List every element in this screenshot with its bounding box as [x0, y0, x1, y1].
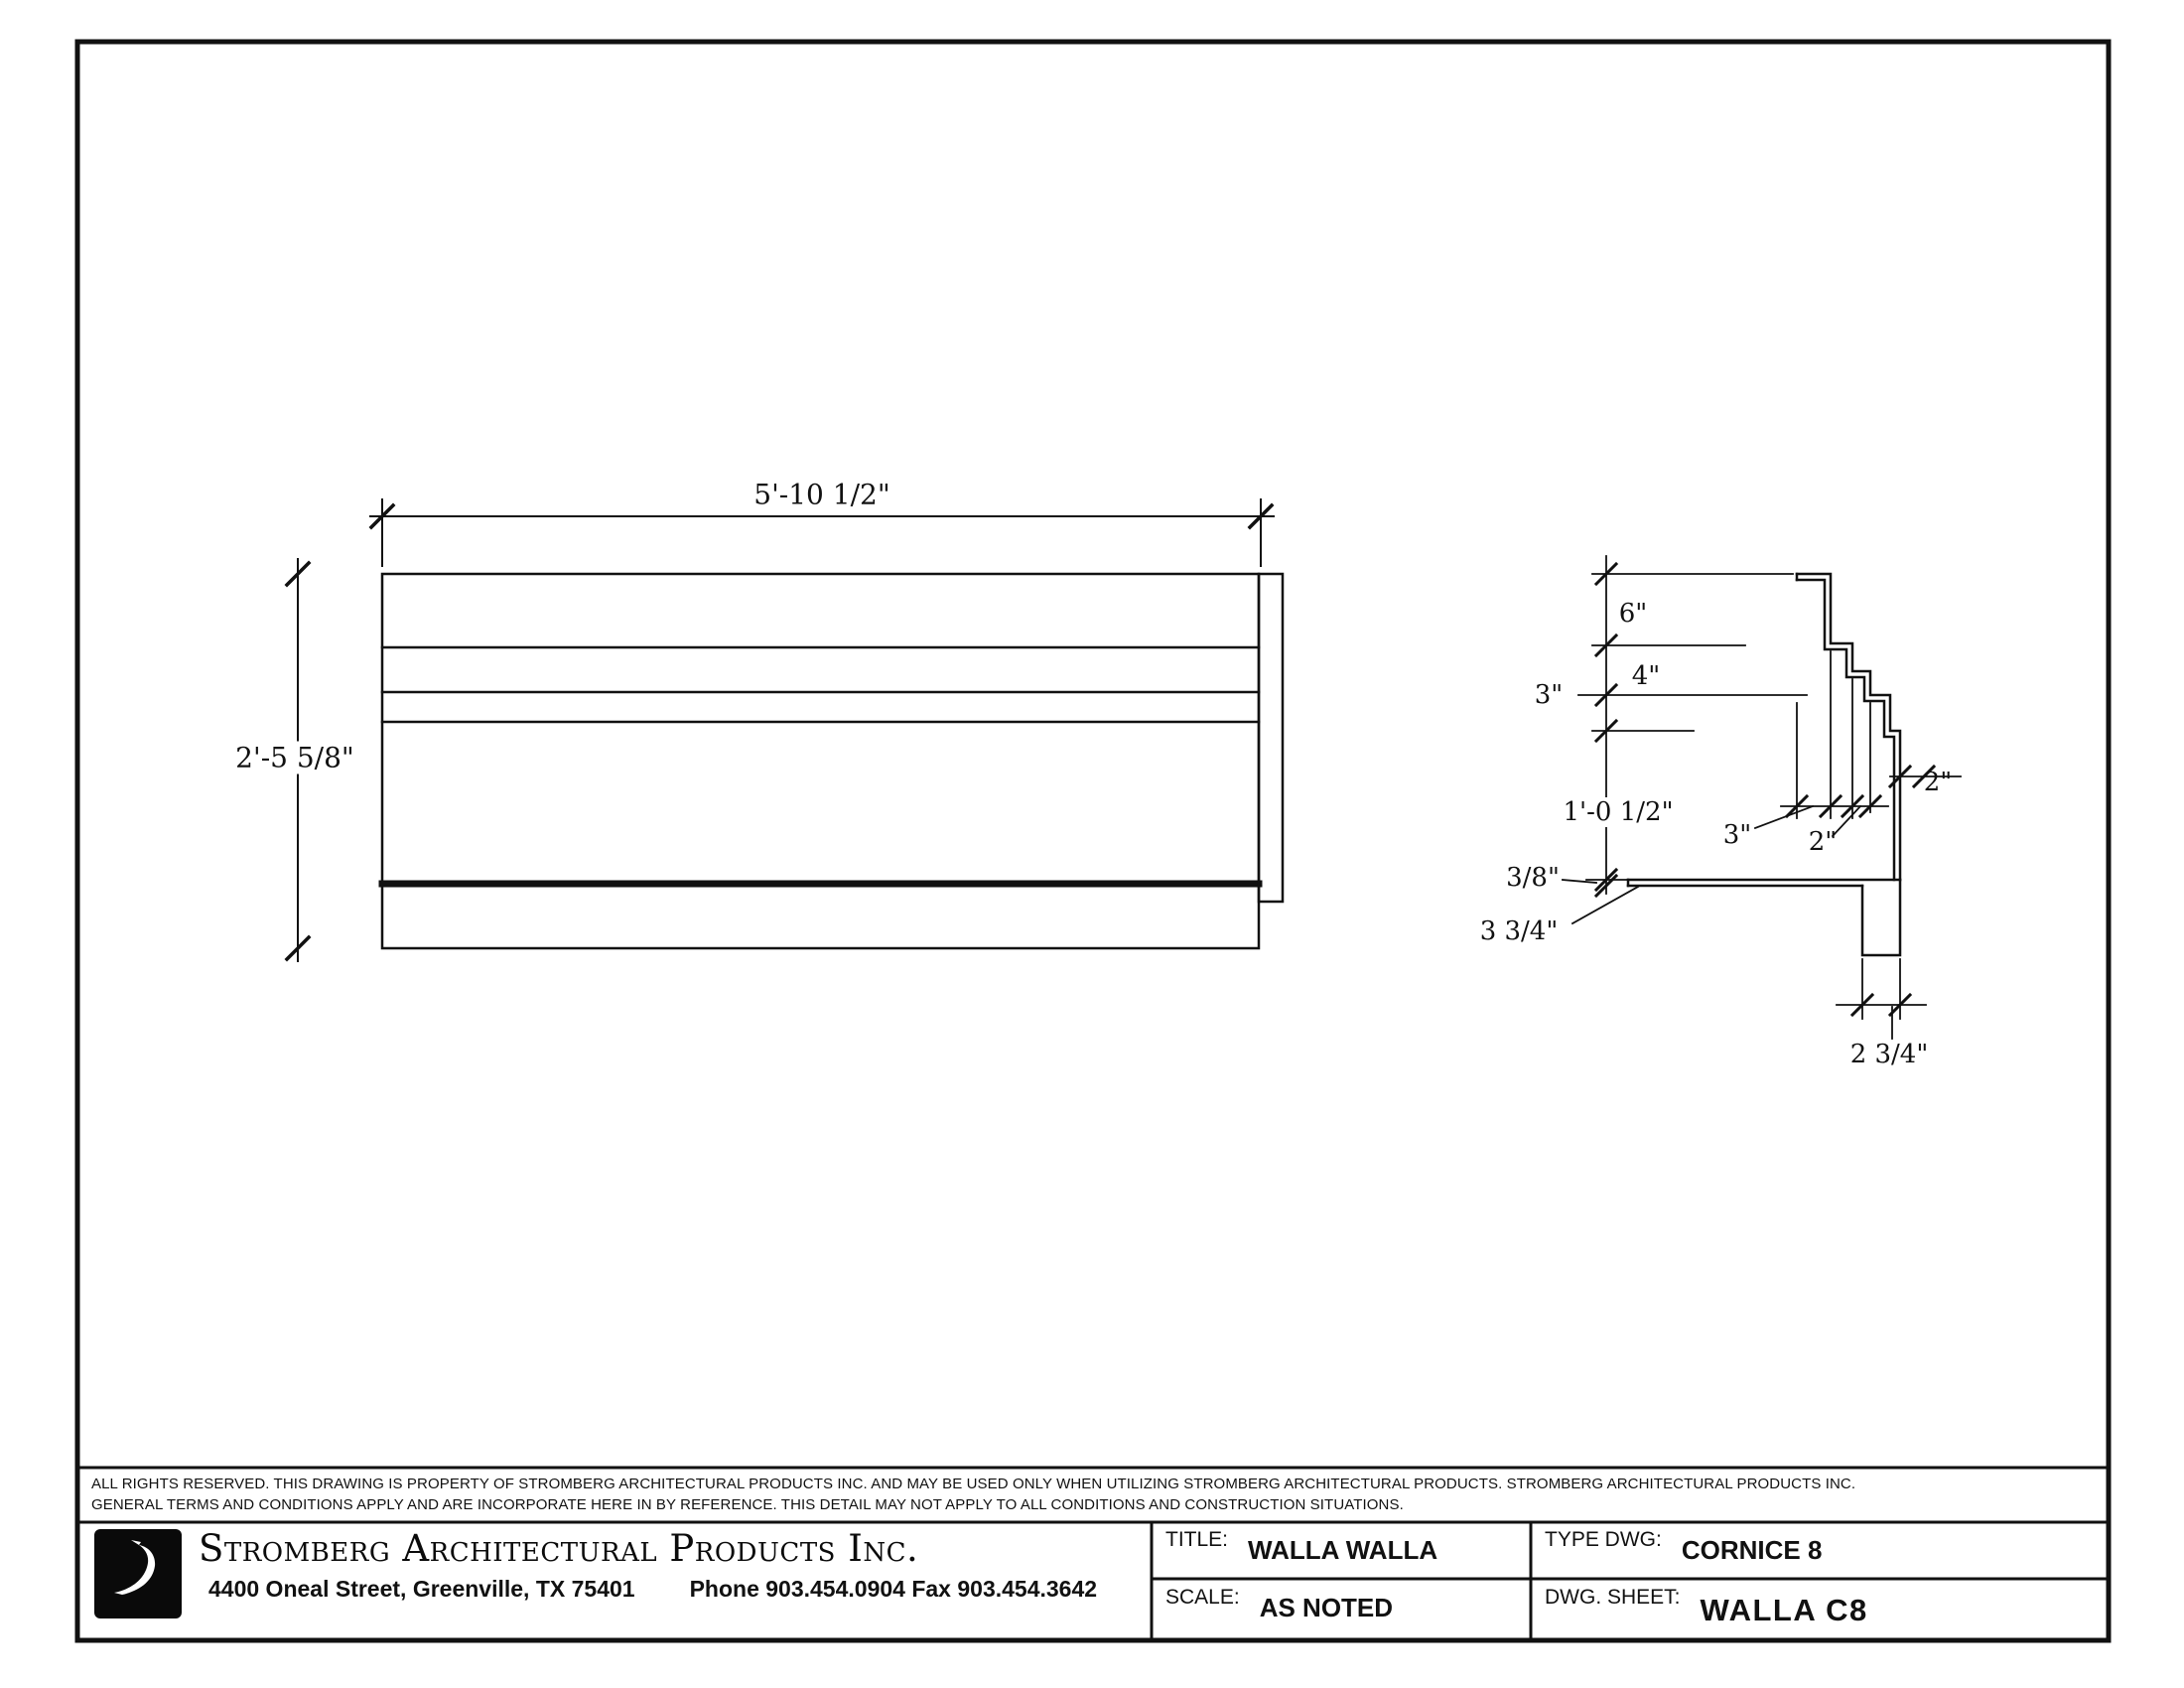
profile-dim-6in: 6": [1618, 599, 1648, 629]
profile-dim-soffit-return: 3 3/4": [1479, 916, 1559, 946]
elevation-width-dim: 5'-10 1/2": [753, 478, 890, 511]
scale-value: AS NOTED: [1259, 1593, 1394, 1622]
company-phone-fax: Phone 903.454.0904 Fax 903.454.3642: [689, 1576, 1098, 1602]
elevation-dimensions: [284, 498, 1275, 962]
profile-dim-3in-left: 3": [1534, 680, 1564, 710]
dwg-sheet-label: DWG. SHEET:: [1545, 1586, 1681, 1609]
profile-dim-step-3in: 3": [1722, 820, 1752, 850]
disclaimer: ALL RIGHTS RESERVED. THIS DRAWING IS PRO…: [91, 1474, 2092, 1515]
scale-label: SCALE:: [1165, 1586, 1240, 1609]
elevation-height-dim: 2'-5 5/8": [230, 741, 359, 774]
company-address: 4400 Oneal Street, Greenville, TX 75401: [208, 1576, 635, 1602]
profile-dimensions: [1562, 555, 1962, 1040]
profile-dim-drip-width: 2 3/4": [1849, 1040, 1929, 1069]
profile-dim-step-2in: 2": [1808, 827, 1838, 857]
cornice-elevation-view: [378, 572, 1285, 950]
sheet-border: [74, 39, 2112, 1643]
company-name: Stromberg Architectural Products Inc.: [199, 1527, 919, 1570]
stromberg-logo: [94, 1529, 182, 1618]
profile-dim-soffit-thickness: 3/8": [1506, 863, 1560, 893]
title-value: WALLA WALLA: [1248, 1535, 1438, 1565]
titleblock-typedwg-cell: TYPE DWG: CORNICE 8: [1537, 1524, 2106, 1580]
title-label: TITLE:: [1165, 1528, 1229, 1551]
disclaimer-line-1: ALL RIGHTS RESERVED. THIS DRAWING IS PRO…: [91, 1476, 1856, 1492]
type-dwg-value: CORNICE 8: [1681, 1535, 1823, 1565]
profile-dim-4in: 4": [1631, 661, 1661, 691]
company-block: Stromberg Architectural Products Inc. 44…: [199, 1527, 1142, 1603]
titleblock-sheet-cell: DWG. SHEET: WALLA C8: [1537, 1582, 2106, 1641]
titleblock-title-cell: TITLE: WALLA WALLA: [1158, 1524, 1533, 1580]
dwg-sheet-value: WALLA C8: [1700, 1593, 1868, 1627]
profile-dim-body: 1'-0 1/2": [1558, 797, 1679, 827]
cornice-profile-view: [1626, 572, 1902, 957]
profile-dim-face-2in: 2": [1923, 768, 1953, 797]
titleblock-scale-cell: SCALE: AS NOTED: [1158, 1582, 1533, 1641]
type-dwg-label: TYPE DWG:: [1545, 1528, 1662, 1551]
disclaimer-line-2: GENERAL TERMS AND CONDITIONS APPLY AND A…: [91, 1496, 1404, 1513]
